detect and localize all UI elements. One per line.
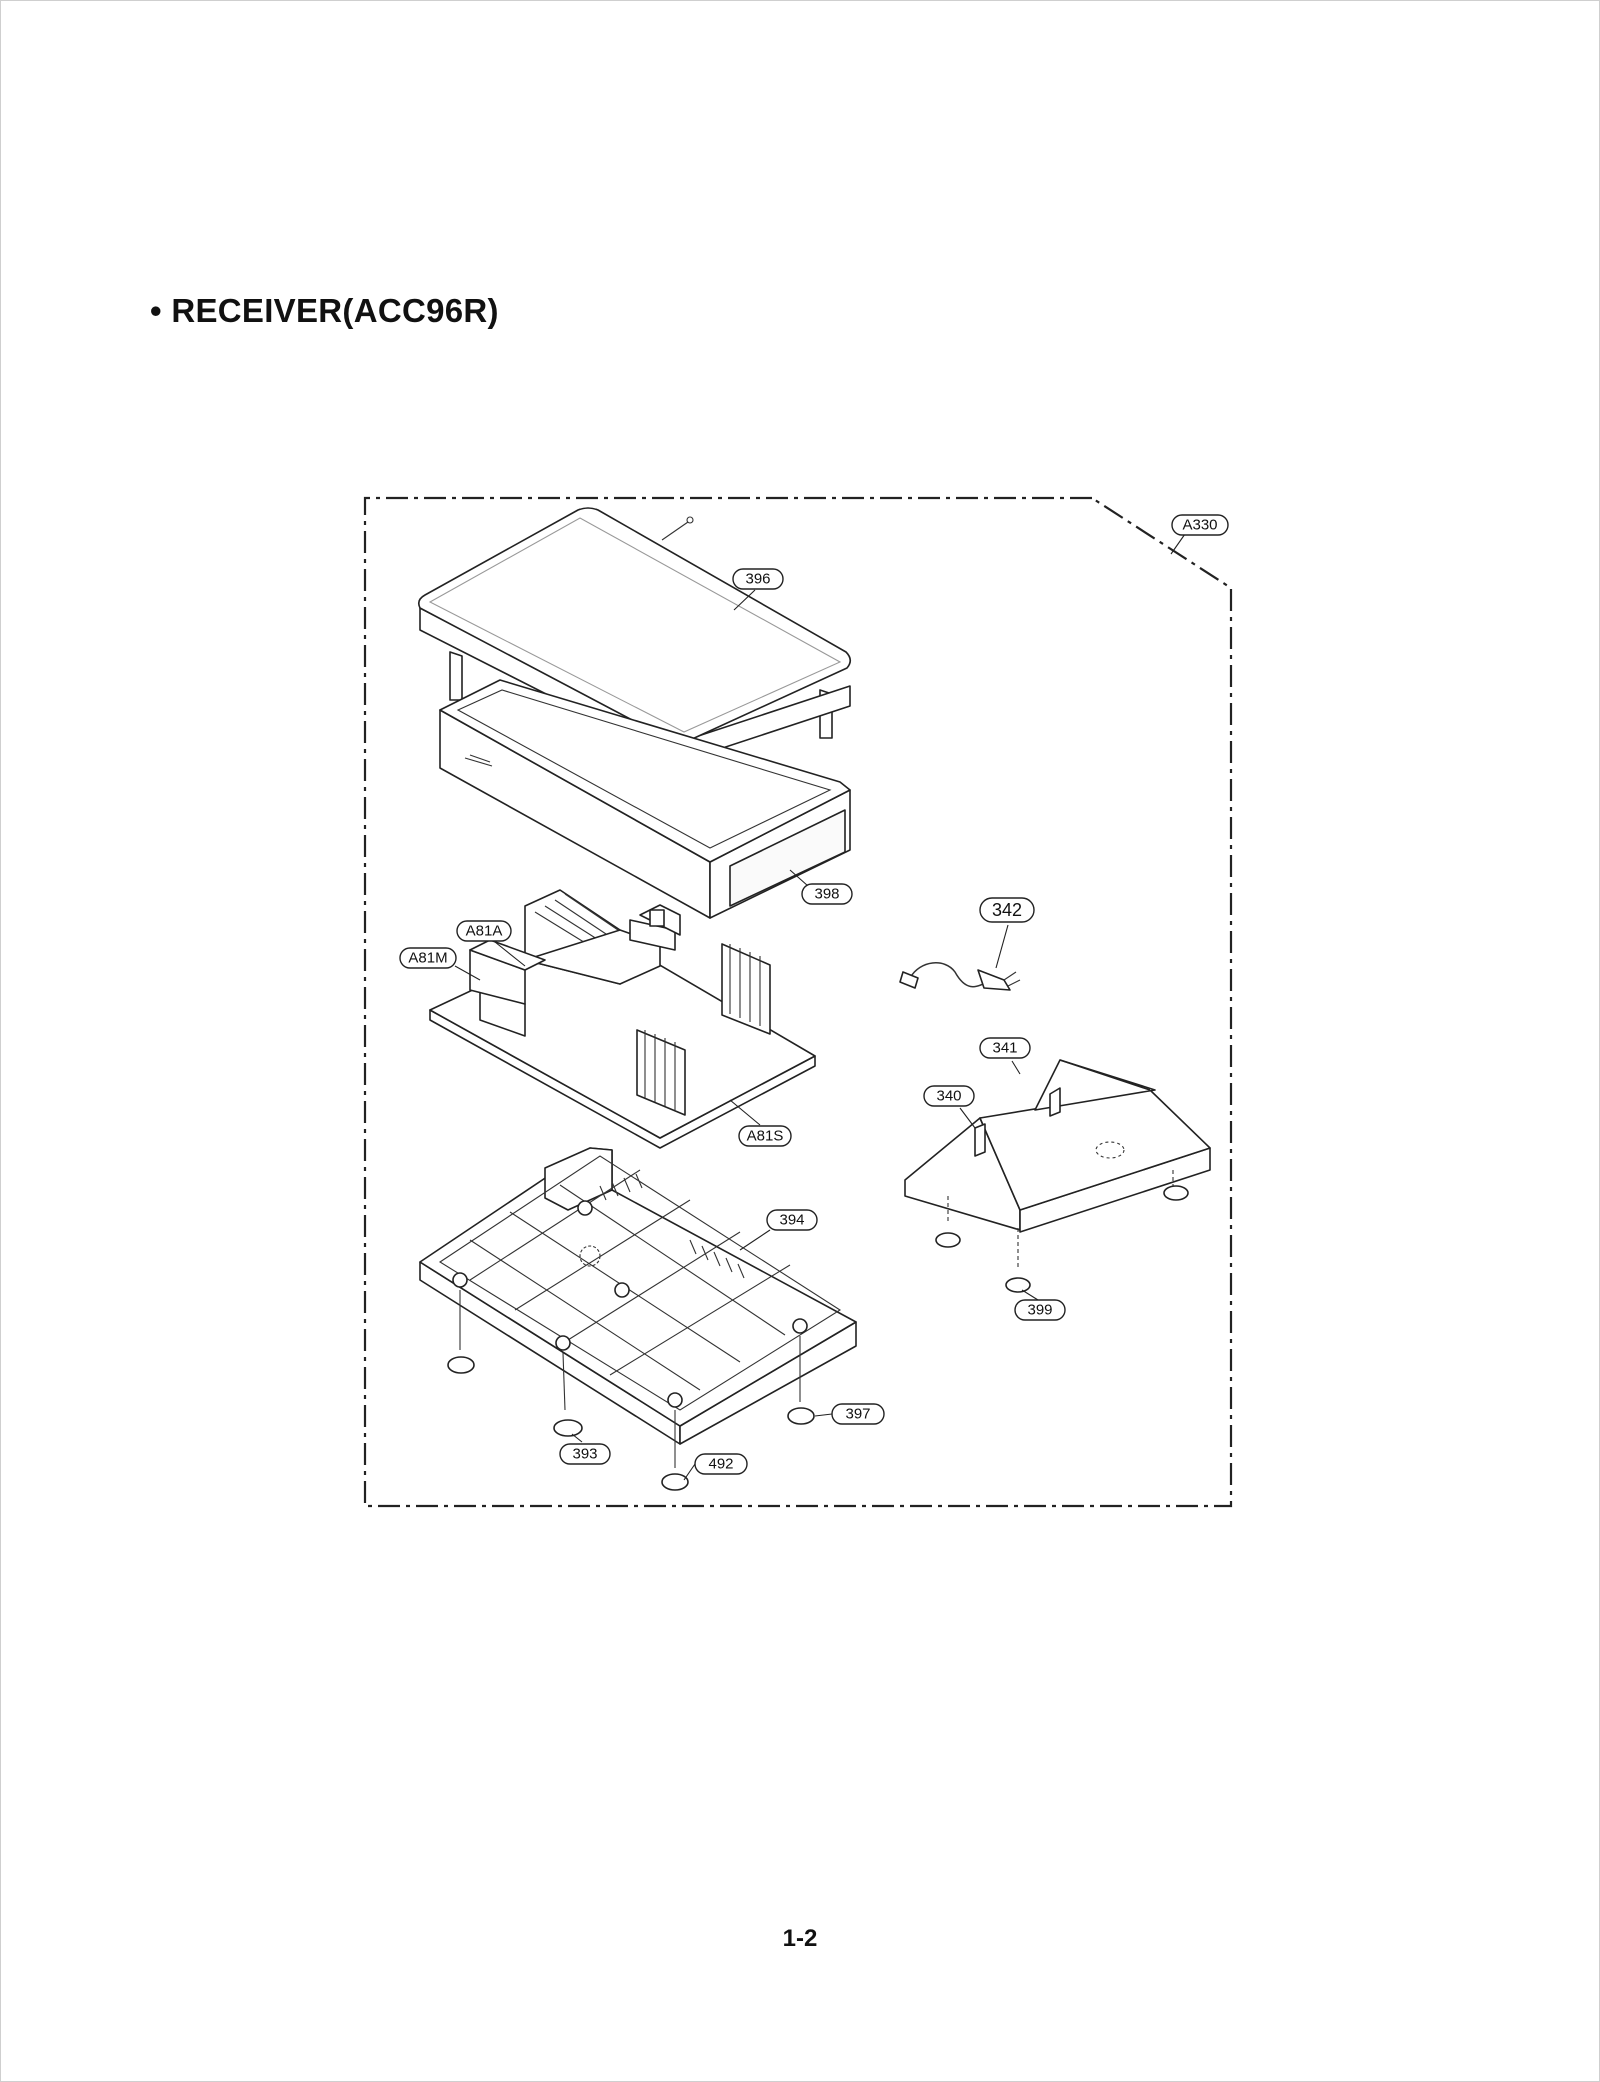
- callout-394: 394: [766, 1209, 818, 1231]
- power-cord-part-342: [899, 962, 1021, 991]
- callout-label: 396: [745, 571, 770, 588]
- callout-label: A330: [1182, 517, 1217, 534]
- callout-label: 399: [1027, 1302, 1052, 1319]
- page-title: • RECEIVER(ACC96R): [150, 292, 499, 329]
- callout-a81s: A81S: [738, 1125, 792, 1147]
- middle-frame-part-398: [439, 679, 851, 919]
- leader-lines: [454, 533, 1186, 1481]
- callout-a81a: A81A: [456, 920, 512, 942]
- callout-397: 397: [831, 1403, 885, 1425]
- callout-label: 341: [992, 1040, 1017, 1057]
- callout-label: 492: [708, 1456, 733, 1473]
- callout-393: 393: [559, 1443, 611, 1465]
- callout-label: 393: [572, 1446, 597, 1463]
- callout-399: 399: [1014, 1299, 1066, 1321]
- callout-341: 341: [979, 1037, 1031, 1059]
- bottom-chassis-part-394: [419, 1147, 857, 1491]
- callout-a330: A330: [1171, 514, 1229, 536]
- callout-396: 396: [732, 568, 784, 590]
- main-board-a81s: [429, 889, 816, 1149]
- callout-492: 492: [694, 1453, 748, 1475]
- callout-label: A81A: [466, 923, 503, 940]
- stand-part-341: [904, 1059, 1211, 1293]
- callout-label: 342: [992, 900, 1022, 920]
- callout-label: A81S: [747, 1128, 784, 1145]
- callout-label: A81M: [408, 950, 447, 967]
- callout-340: 340: [923, 1085, 975, 1107]
- callout-342: 342: [979, 897, 1035, 923]
- assembly-boundary: [363, 496, 1233, 1508]
- callout-398: 398: [801, 883, 853, 905]
- callout-label: 398: [814, 886, 839, 903]
- page-number: 1-2: [782, 1925, 818, 1952]
- callout-a81m: A81M: [399, 947, 457, 969]
- callout-label: 394: [779, 1212, 804, 1229]
- callout-label: 340: [936, 1088, 961, 1105]
- callout-label: 397: [845, 1406, 870, 1423]
